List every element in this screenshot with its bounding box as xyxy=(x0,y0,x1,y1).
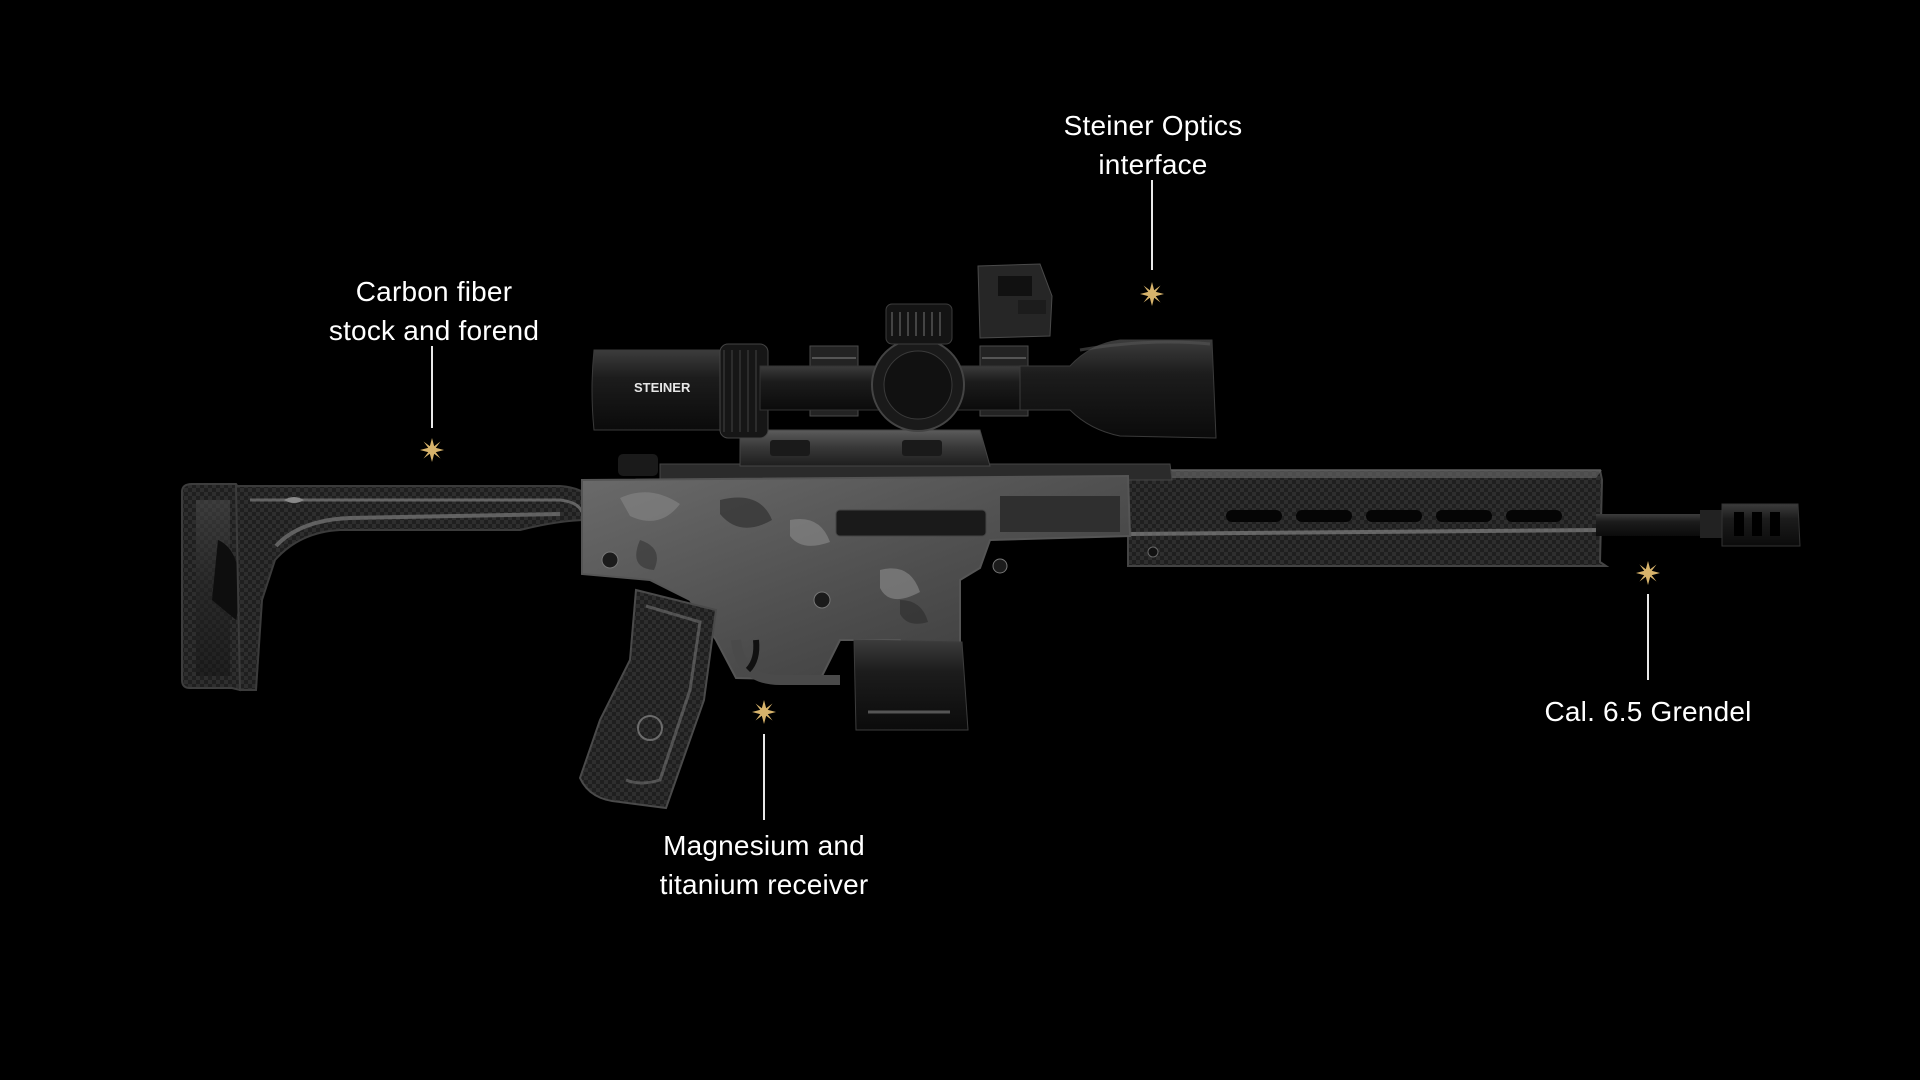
callout-optics-label: Steiner Optics interface xyxy=(1063,110,1243,180)
handguard xyxy=(1127,469,1610,567)
callout-stock-leader xyxy=(431,346,433,428)
callout-receiver-leader xyxy=(763,734,765,820)
callout-optics-star-icon xyxy=(1140,282,1164,306)
callout-optics-leader xyxy=(1151,180,1153,270)
callout-stock-star-icon xyxy=(420,438,444,462)
barrel xyxy=(1596,503,1801,547)
magazine xyxy=(853,639,969,731)
callout-receiver-star-icon xyxy=(752,700,776,724)
grip xyxy=(578,588,840,810)
callout-stock-label: Carbon fiber stock and forend xyxy=(328,276,540,346)
riflescope: STEINER xyxy=(591,263,1217,439)
scope-brand-text: STEINER xyxy=(634,380,691,395)
callout-caliber-leader xyxy=(1647,594,1649,680)
stock xyxy=(181,483,592,692)
callout-caliber-label: Cal. 6.5 Grendel xyxy=(1544,696,1752,727)
callout-receiver-label: Magnesium and titanium receiver xyxy=(659,830,869,900)
receiver xyxy=(581,454,1132,682)
callout-caliber-star-icon xyxy=(1636,561,1660,585)
